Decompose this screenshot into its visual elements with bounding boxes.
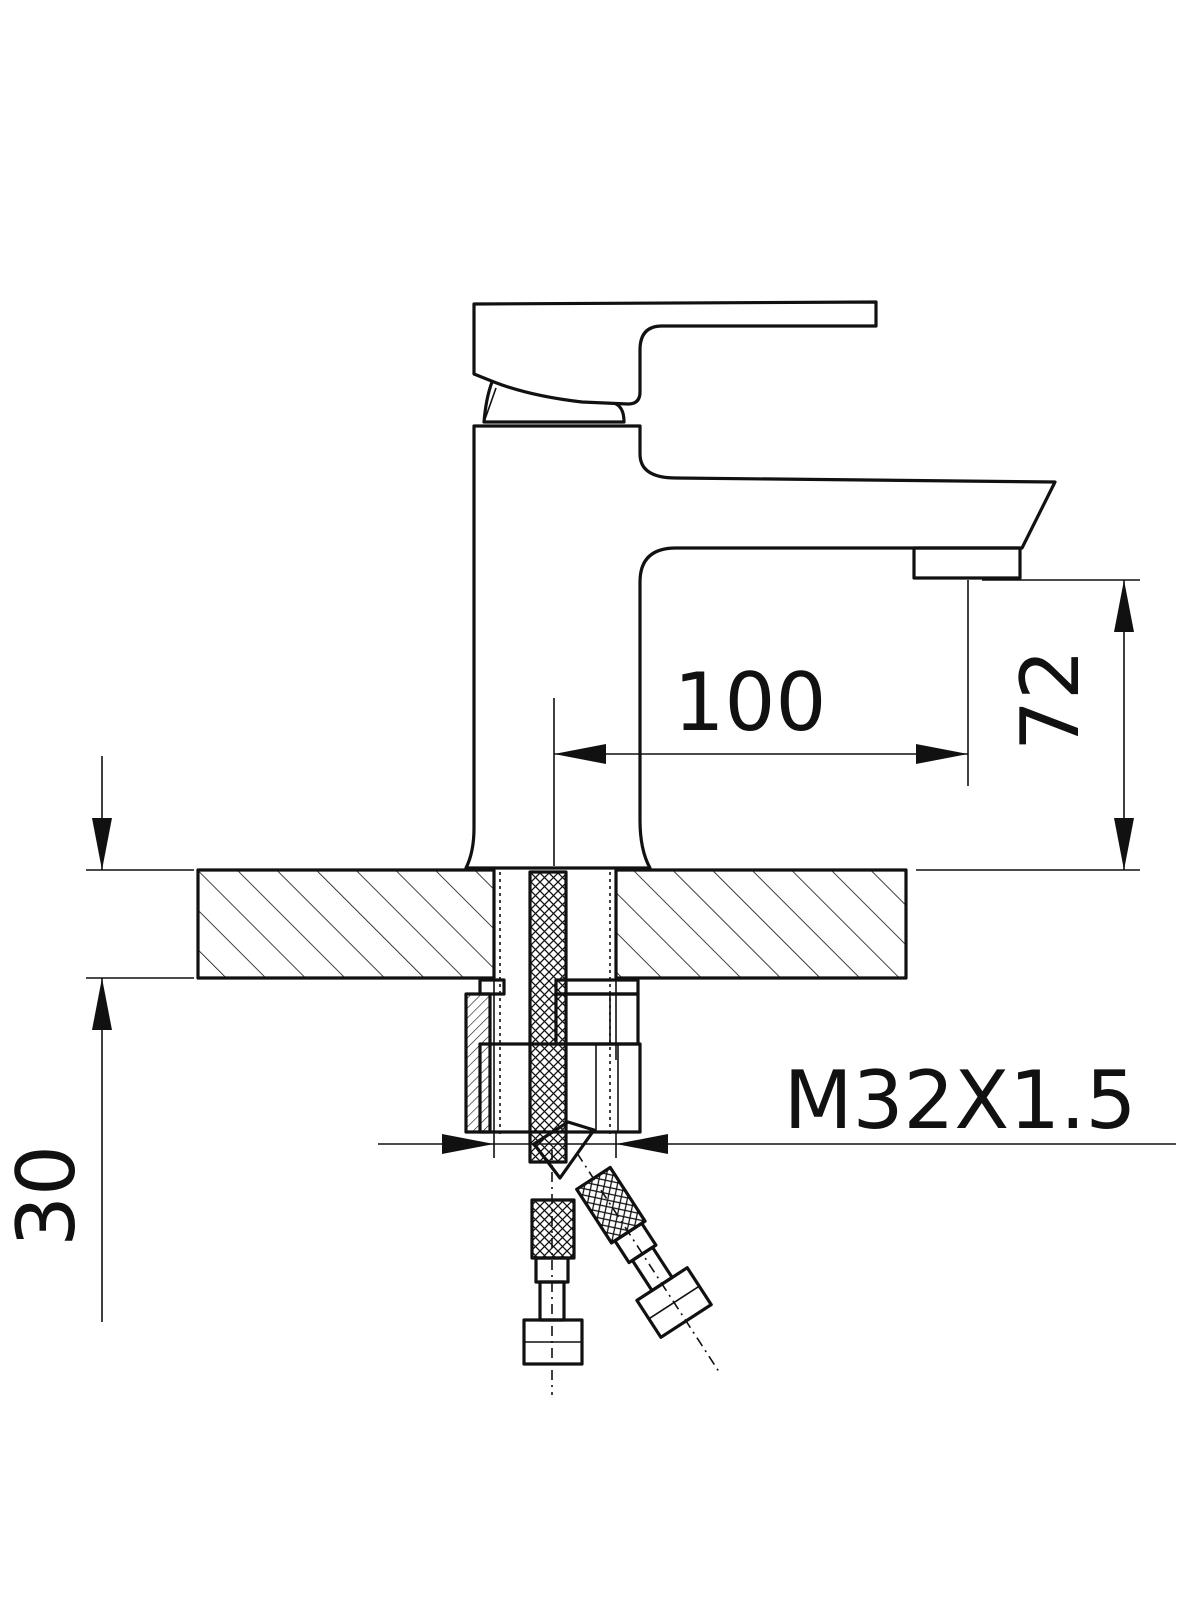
arrowhead <box>92 978 112 1030</box>
lever-handle <box>472 300 878 406</box>
cartridge-collar <box>482 380 626 424</box>
dimension-deck-thickness: 30 <box>0 756 194 1322</box>
dimension-spout-height: 72 <box>916 579 1140 871</box>
body-and-spout <box>464 424 1057 870</box>
spout-reach-label: 100 <box>674 656 827 749</box>
arrowhead <box>616 1134 668 1154</box>
faucet-body <box>464 300 1057 870</box>
dimension-spout-reach: 100 <box>553 580 969 866</box>
arrowhead <box>442 1134 494 1154</box>
countertop-section <box>196 868 908 980</box>
aerator <box>912 546 1022 580</box>
arrowhead <box>554 744 606 764</box>
thread-size-label: M32X1.5 <box>784 1054 1137 1147</box>
spout-height-label: 72 <box>1004 649 1097 751</box>
supply-hoses <box>522 870 720 1395</box>
arrowhead <box>916 744 968 764</box>
arrowhead <box>1114 580 1134 632</box>
mounting-assembly <box>464 872 642 1136</box>
arrowhead <box>1114 818 1134 870</box>
arrowhead <box>92 818 112 870</box>
deck-thickness-label: 30 <box>0 1145 93 1247</box>
dimension-thread-size: M32X1.5 <box>378 1054 1176 1158</box>
